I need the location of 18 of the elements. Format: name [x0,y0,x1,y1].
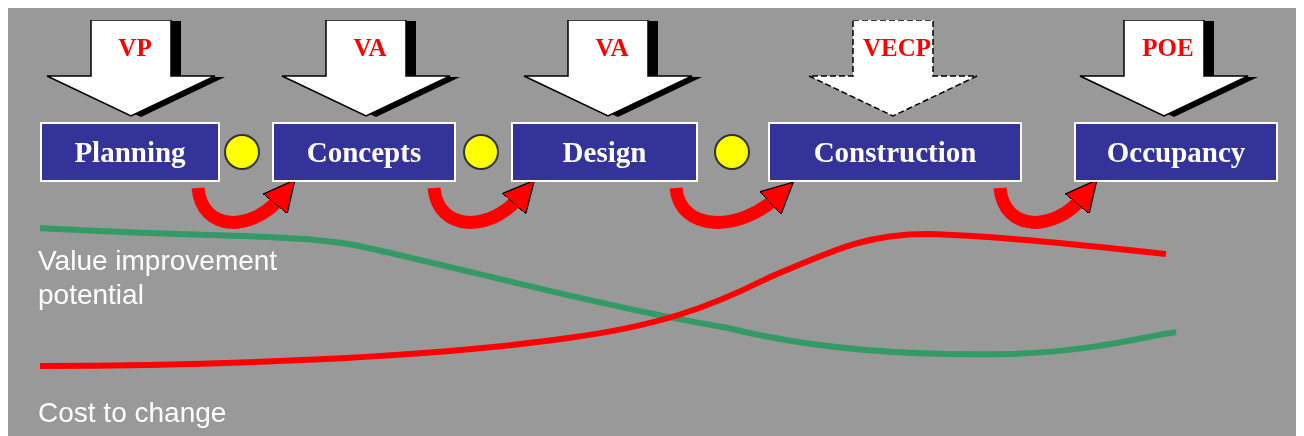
arrow-label: VA [595,34,629,62]
phase-box: Construction [768,122,1022,182]
phase-box: Concepts [272,122,456,182]
arrow-label: POE [1142,34,1194,62]
phase-box: Occupancy [1074,122,1278,182]
arrow-label: VECP [862,34,932,62]
circle-marker [714,134,750,170]
curve-label: Cost to change [38,396,228,430]
arrow-label: VP [118,34,152,62]
phase-box: Design [511,122,698,182]
arrow-label: VA [353,34,387,62]
phase-box: Planning [40,122,220,182]
curved-arrow [427,180,537,229]
circle-marker [463,134,499,170]
curved-arrow [191,180,297,229]
circle-marker [224,134,260,170]
curve-label: Value improvement potential [38,244,279,312]
curved-arrow [993,180,1099,229]
